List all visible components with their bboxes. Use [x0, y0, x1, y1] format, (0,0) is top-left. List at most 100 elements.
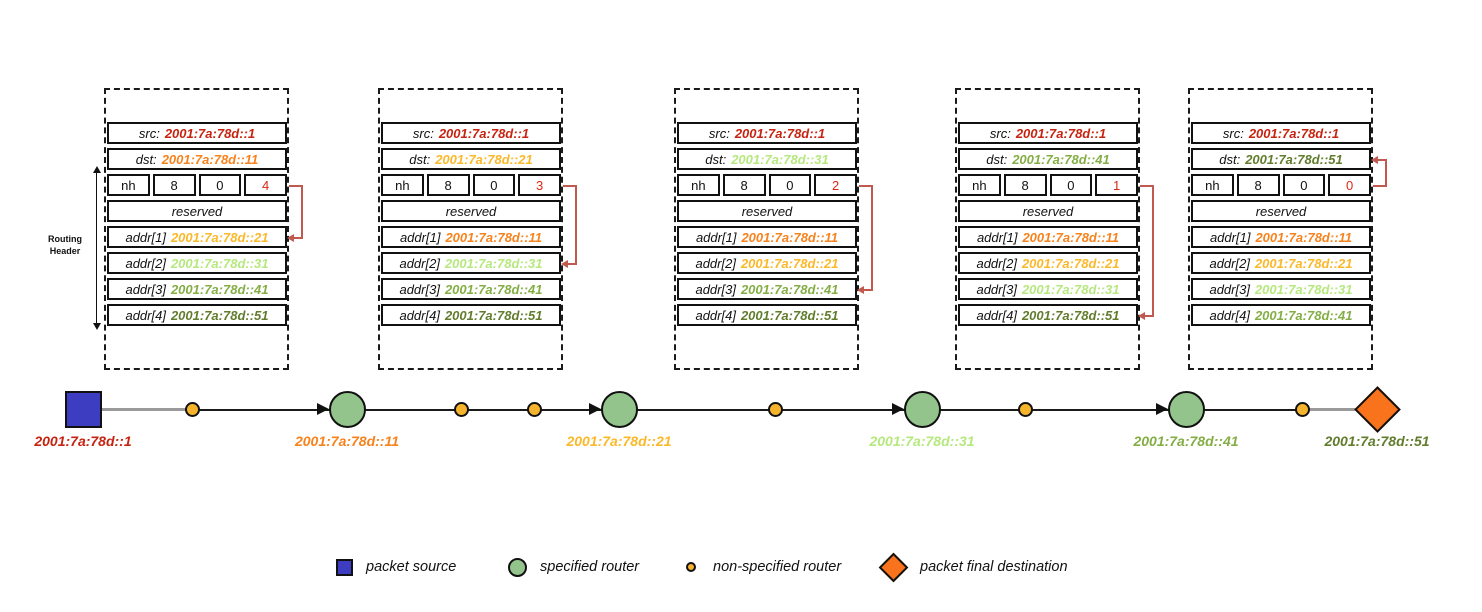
field-addr-row-2: addr[2]2001:7a:78d::31 [107, 252, 287, 274]
specified-router-node [1167, 391, 1205, 428]
reserved-label: reserved [1255, 203, 1307, 219]
node-address-label: 2001:7a:78d::31 [869, 433, 975, 449]
non-specified-router-node [1294, 402, 1310, 417]
field-addr-row-3: addr[3]2001:7a:78d::31 [1191, 278, 1371, 300]
hdr-ext-len-cell: 8 [152, 174, 196, 196]
src-label: src: [1222, 125, 1244, 141]
field-src-row: src:2001:7a:78d::1 [677, 122, 857, 144]
addr-label: addr[4] [1209, 307, 1250, 323]
segments-left-pointer-arrow [287, 185, 303, 242]
addr-label: addr[3] [976, 281, 1017, 297]
addr-label: addr[2] [125, 255, 166, 271]
field-src-row: src:2001:7a:78d::1 [381, 122, 561, 144]
field-addr-row-3: addr[3]2001:7a:78d::41 [381, 278, 561, 300]
dst-value: 2001:7a:78d::31 [731, 151, 829, 167]
node-address-label: 2001:7a:78d::51 [1324, 433, 1430, 449]
field-reserved-row: reserved [677, 200, 857, 222]
field-addr-row-1: addr[1]2001:7a:78d::11 [677, 226, 857, 248]
legend-item-square: packet source [336, 552, 456, 582]
field-dst-row: dst:2001:7a:78d::41 [958, 148, 1138, 170]
addr-label: addr[4] [125, 307, 166, 323]
dot-icon [686, 562, 696, 572]
dst-label: dst: [135, 151, 157, 167]
addr-value: 2001:7a:78d::21 [1254, 255, 1353, 271]
arrowhead-icon [589, 403, 601, 415]
addr-value: 2001:7a:78d::31 [1021, 281, 1120, 297]
field-addr-row-2: addr[2]2001:7a:78d::21 [1191, 252, 1371, 274]
path-link [922, 409, 1025, 411]
dst-value: 2001:7a:78d::11 [161, 151, 259, 167]
addr-label: addr[2] [976, 255, 1017, 271]
addr-label: addr[1] [399, 229, 441, 245]
addr-label: addr[1] [1209, 229, 1251, 245]
non-specified-router-node [453, 402, 469, 417]
path-link [775, 409, 922, 411]
field-addr-row-4: addr[4]2001:7a:78d::51 [958, 304, 1138, 326]
dst-label: dst: [1219, 151, 1241, 167]
node-address-label: 2001:7a:78d::11 [294, 433, 400, 449]
addr-value: 2001:7a:78d::31 [1254, 281, 1353, 297]
dst-label: dst: [986, 151, 1008, 167]
addr-label: addr[3] [695, 281, 736, 297]
src-value: 2001:7a:78d::1 [1248, 125, 1340, 141]
dst-label: dst: [705, 151, 727, 167]
square-icon [336, 558, 353, 576]
addr-label: addr[2] [1209, 255, 1250, 271]
non-specified-router-node [1017, 402, 1033, 417]
routing-type-cell: 0 [768, 174, 812, 196]
field-addr-row-2: addr[2]2001:7a:78d::21 [958, 252, 1138, 274]
field-addr-row-1: addr[1]2001:7a:78d::11 [381, 226, 561, 248]
field-dst-row: dst:2001:7a:78d::51 [1191, 148, 1371, 170]
addr-value: 2001:7a:78d::51 [170, 307, 269, 323]
hdr-ext-len-cell: 8 [722, 174, 766, 196]
src-label: src: [708, 125, 730, 141]
addr-value: 2001:7a:78d::41 [170, 281, 269, 297]
src-label: src: [138, 125, 160, 141]
routing-type-cell: 0 [198, 174, 242, 196]
routing-type-cell: 0 [472, 174, 516, 196]
dst-value: 2001:7a:78d::41 [1012, 151, 1110, 167]
addr-value: 2001:7a:78d::11 [1255, 229, 1353, 245]
reserved-label: reserved [1022, 203, 1074, 219]
path-link [1025, 409, 1186, 411]
hdr-ext-len-cell: 8 [426, 174, 470, 196]
segments-left-cell: 1 [1095, 174, 1138, 196]
field-addr-row-2: addr[2]2001:7a:78d::31 [381, 252, 561, 274]
non-specified-router-node [767, 402, 783, 417]
specified-router-node [903, 391, 941, 428]
field-addr-row-3: addr[3]2001:7a:78d::41 [107, 278, 287, 300]
addr-value: 2001:7a:78d::11 [1022, 229, 1120, 245]
node-address-label: 2001:7a:78d::41 [1133, 433, 1239, 449]
addr-label: addr[4] [976, 307, 1017, 323]
legend-label: packet source [366, 559, 457, 575]
dst-label: dst: [409, 151, 431, 167]
routing-header-span-line [96, 172, 97, 324]
field-addr-row-3: addr[3]2001:7a:78d::31 [958, 278, 1138, 300]
path-link [534, 409, 619, 411]
field-reserved-row: reserved [107, 200, 287, 222]
circle-icon [508, 557, 527, 577]
reserved-label: reserved [171, 203, 223, 219]
src-label: src: [412, 125, 434, 141]
addr-value: 2001:7a:78d::21 [170, 229, 269, 245]
addr-value: 2001:7a:78d::21 [1021, 255, 1120, 271]
non-specified-router-node [526, 402, 542, 417]
field-addr-row-2: addr[2]2001:7a:78d::21 [677, 252, 857, 274]
field-dst-row: dst:2001:7a:78d::21 [381, 148, 561, 170]
arrowhead-icon [317, 403, 329, 415]
reserved-label: reserved [445, 203, 497, 219]
path-link [347, 409, 461, 411]
segments-left-cell: 3 [518, 174, 561, 196]
addr-value: 2001:7a:78d::41 [1254, 307, 1353, 323]
segments-left-pointer-arrow [561, 185, 577, 268]
